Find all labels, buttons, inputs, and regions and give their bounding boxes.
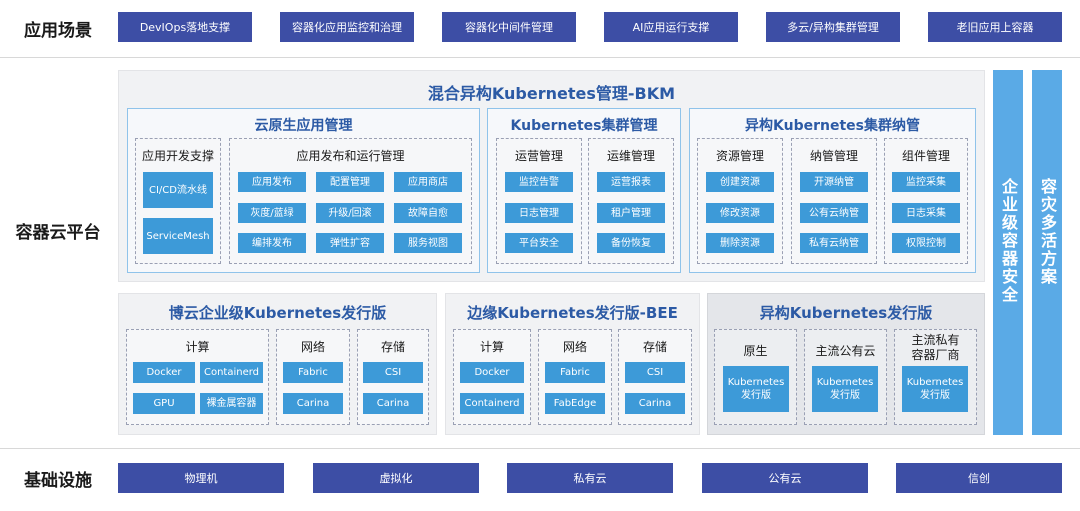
component-mgmt-title: 组件管理	[901, 149, 950, 163]
chip-modify-resource: 修改资源	[706, 203, 774, 223]
infra-physical: 物理机	[118, 463, 284, 493]
chip-monitor-alert: 监控告警	[505, 172, 573, 192]
dev-support-title: 应用开发支撑	[141, 149, 214, 163]
hetero-dist-title: 异构Kubernetes发行版	[759, 304, 933, 322]
chip-app-store: 应用商店	[394, 172, 462, 192]
chip-delete-resource: 删除资源	[706, 233, 774, 253]
resource-mgmt-title: 资源管理	[715, 149, 764, 163]
cloud-native-title: 云原生应用管理	[254, 118, 353, 134]
chip-edge-fabric: Fabric	[545, 362, 605, 383]
edge-network-title: 网络	[562, 340, 587, 354]
chip-servicemesh: ServiceMesh	[143, 218, 213, 254]
chip-baremetal-container: 裸金属容器	[200, 393, 263, 414]
chip-log-mgmt: 日志管理	[505, 203, 573, 223]
container-platform-label: 容器云平台	[15, 222, 101, 243]
bocloud-network-title: 网络	[300, 340, 325, 354]
chip-gray-bluegreen: 灰度/蓝绿	[238, 203, 306, 223]
chip-app-release: 应用发布	[238, 172, 306, 192]
divider-top	[0, 57, 1080, 58]
scenario-monitoring: 容器化应用监控和治理	[280, 12, 414, 42]
infra-public-cloud: 公有云	[702, 463, 868, 493]
app-scenarios-label: 应用场景	[24, 20, 92, 41]
chip-cicd: CI/CD流水线	[143, 172, 213, 208]
chip-opensource-accept: 开源纳管	[800, 172, 868, 192]
infra-private-cloud: 私有云	[507, 463, 673, 493]
enterprise-security-text: 企业级容器安全	[999, 178, 1018, 304]
bocloud-title: 博云企业级Kubernetes发行版	[168, 304, 387, 322]
chip-service-view: 服务视图	[394, 233, 462, 253]
bkm-title: 混合异构Kubernetes管理-BKM	[427, 84, 676, 103]
accept-mgmt-title: 纳管管理	[809, 149, 858, 163]
edge-storage-title: 存储	[642, 340, 667, 354]
chip-fabric: Fabric	[283, 362, 343, 383]
chip-gpu: GPU	[133, 393, 195, 414]
chip-ops-report: 运营报表	[597, 172, 665, 192]
scenario-multicloud: 多云/异构集群管理	[766, 12, 900, 42]
chip-edge-carina: Carina	[625, 393, 685, 414]
infra-virtualization: 虚拟化	[313, 463, 479, 493]
public-cloud-title: 主流公有云	[815, 344, 876, 358]
infrastructure-label: 基础设施	[24, 470, 92, 491]
chip-carina-net: Carina	[283, 393, 343, 414]
scenario-legacy: 老旧应用上容器	[928, 12, 1062, 42]
chip-config: 配置管理	[316, 172, 384, 192]
chip-docker: Docker	[133, 362, 195, 383]
native-title: 原生	[743, 344, 768, 358]
maint-mgmt-title: 运维管理	[606, 149, 655, 163]
hetero-cluster-title: 异构Kubernetes集群纳管	[745, 118, 920, 134]
chip-edge-csi: CSI	[625, 362, 685, 383]
k8s-cluster-title: Kubernetes集群管理	[510, 118, 658, 134]
enterprise-security-bar: 企业级容器安全	[993, 70, 1023, 435]
chip-log-collect: 日志采集	[892, 203, 960, 223]
chip-autoscale: 弹性扩容	[316, 233, 384, 253]
chip-edge-containerd: Containerd	[460, 393, 524, 414]
chip-orchestration: 编排发布	[238, 233, 306, 253]
chip-fabedge: FabEdge	[545, 393, 605, 414]
chip-monitor-collect: 监控采集	[892, 172, 960, 192]
chip-carina-storage: Carina	[363, 393, 423, 414]
chip-tenant-mgmt: 租户管理	[597, 203, 665, 223]
ops-mgmt-title: 运营管理	[514, 149, 563, 163]
divider-bottom	[0, 448, 1080, 449]
bocloud-storage-title: 存储	[380, 340, 405, 354]
disaster-recovery-text: 容灾多活方案	[1038, 178, 1057, 286]
chip-permission-control: 权限控制	[892, 233, 960, 253]
bocloud-compute-title: 计算	[185, 340, 210, 354]
private-vendor-title: 主流私有 容器厂商	[911, 333, 960, 362]
chip-private-cloud-accept: 私有云纳管	[800, 233, 868, 253]
chip-self-heal: 故障自愈	[394, 203, 462, 223]
chip-public-cloud-accept: 公有云纳管	[800, 203, 868, 223]
chip-create-resource: 创建资源	[706, 172, 774, 192]
chip-backup-restore: 备份恢复	[597, 233, 665, 253]
chip-containerd: Containerd	[200, 362, 263, 383]
chip-platform-security: 平台安全	[505, 233, 573, 253]
chip-public-k8s: Kubernetes 发行版	[812, 366, 878, 412]
scenario-ai: AI应用运行支撑	[604, 12, 738, 42]
edge-compute-title: 计算	[479, 340, 504, 354]
scenario-devops: DevIOps落地支撑	[118, 12, 252, 42]
chip-csi: CSI	[363, 362, 423, 383]
chip-edge-docker: Docker	[460, 362, 524, 383]
chip-native-k8s: Kubernetes 发行版	[723, 366, 789, 412]
chip-upgrade-rollback: 升级/回滚	[316, 203, 384, 223]
release-mgmt-title: 应用发布和运行管理	[296, 149, 405, 163]
disaster-recovery-bar: 容灾多活方案	[1032, 70, 1062, 435]
chip-private-k8s: Kubernetes 发行版	[902, 366, 968, 412]
edge-title: 边缘Kubernetes发行版-BEE	[467, 304, 678, 322]
infra-xinchuang: 信创	[896, 463, 1062, 493]
scenario-middleware: 容器化中间件管理	[442, 12, 576, 42]
